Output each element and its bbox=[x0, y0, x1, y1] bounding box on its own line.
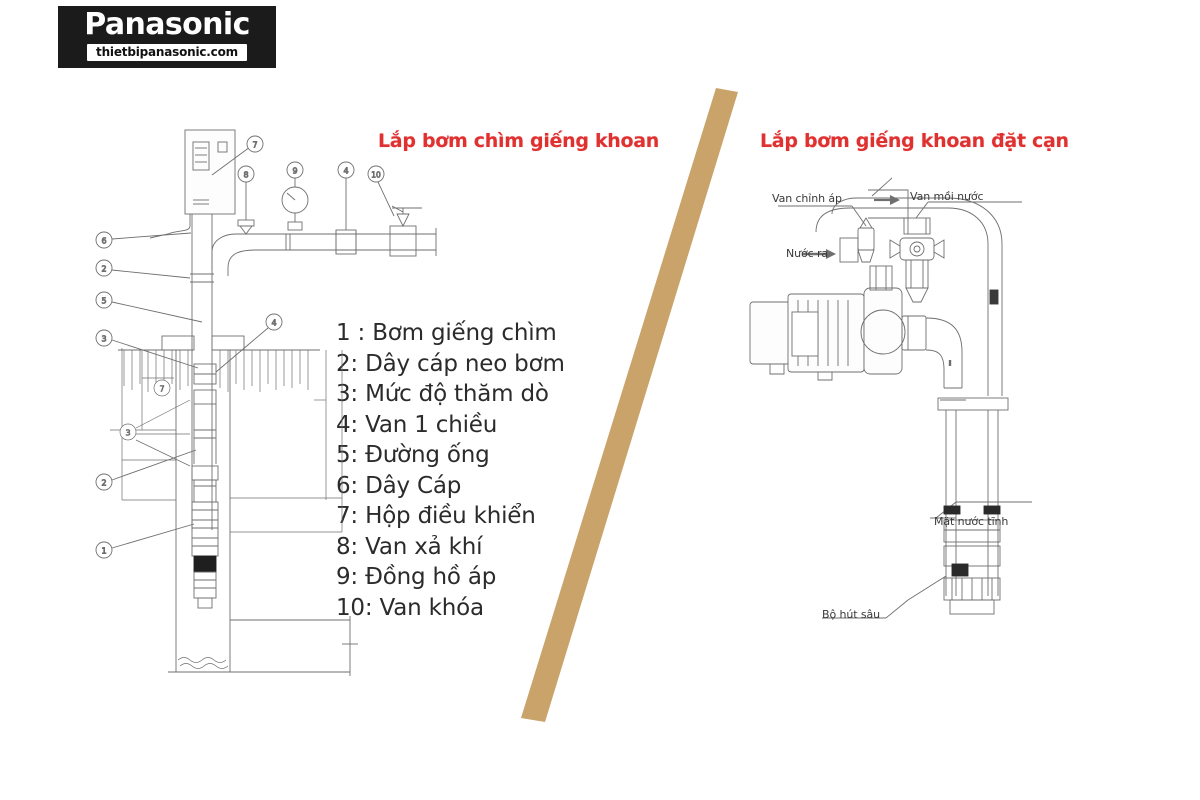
legend-item: 5: Đường ống bbox=[336, 442, 490, 468]
return-riser bbox=[947, 197, 1003, 396]
check-valve-drawing: 4 bbox=[193, 313, 283, 405]
legend-item: 3: Mức độ thăm dò bbox=[336, 381, 549, 407]
svg-text:5: 5 bbox=[101, 297, 106, 306]
legend-item: 4: Van 1 chiều bbox=[336, 411, 498, 438]
svg-text:9: 9 bbox=[292, 167, 297, 176]
label-water-out: Nước ra bbox=[786, 247, 829, 260]
right-panel-title: Lắp bơm giếng khoan đặt cạn bbox=[760, 130, 1069, 152]
brand-domain-text: thietbipanasonic.com bbox=[96, 45, 238, 59]
jet-pump-motor bbox=[749, 265, 927, 381]
svg-text:3: 3 bbox=[125, 429, 130, 438]
well-casing-right bbox=[937, 397, 1009, 596]
label-deep-well-jet: Bộ hút sâu bbox=[822, 608, 880, 621]
suction-elbow bbox=[925, 317, 966, 401]
left-panel-title: Lắp bơm chìm giếng khoan bbox=[378, 130, 660, 152]
label-priming-valve: Van mồi nước bbox=[910, 190, 984, 203]
svg-text:3: 3 bbox=[101, 335, 106, 344]
well-bottom bbox=[168, 616, 358, 676]
svg-text:7: 7 bbox=[252, 141, 257, 150]
gate-valve-drawing: 10 bbox=[367, 165, 437, 257]
svg-text:8: 8 bbox=[243, 171, 248, 180]
ground-line bbox=[118, 335, 320, 392]
discharge-pipe bbox=[211, 229, 420, 276]
brand-wordmark: Panasonic bbox=[84, 7, 250, 42]
legend-item: 7: Hộp điều khiển bbox=[336, 503, 536, 529]
label-static-water-level: Mặt nước tĩnh bbox=[934, 515, 1009, 528]
riser-pipe bbox=[191, 214, 213, 530]
legend-item: 6: Dây Cáp bbox=[336, 472, 462, 499]
legend-item: 10: Van khóa bbox=[336, 594, 484, 621]
upper-pipe-run bbox=[815, 177, 948, 233]
priming-valve-drawing bbox=[889, 201, 1022, 303]
svg-text:2: 2 bbox=[101, 265, 106, 274]
well-casing bbox=[175, 350, 231, 672]
label-pressure-valve: Van chỉnh áp bbox=[772, 192, 842, 205]
control-box-drawing: 7 bbox=[184, 129, 264, 215]
svg-text:4: 4 bbox=[343, 167, 348, 176]
panasonic-logo: Panasonic thietbipanasonic.com bbox=[58, 6, 276, 68]
legend-item: 8: Van xả khí bbox=[336, 533, 483, 560]
svg-text:6: 6 bbox=[101, 237, 106, 246]
brand-domain-box: thietbipanasonic.com bbox=[87, 44, 247, 61]
svg-text:7: 7 bbox=[159, 385, 164, 394]
dimension-lines: 7 3 bbox=[110, 348, 343, 533]
air-valve-drawing: 8 bbox=[237, 165, 255, 235]
legend-item: 2: Dây cáp neo bơm bbox=[336, 350, 565, 377]
svg-text:10: 10 bbox=[371, 171, 381, 180]
legend-list: 1 : Bơm giếng chìm 2: Dây cáp neo bơm 3:… bbox=[336, 318, 606, 623]
svg-text:2: 2 bbox=[101, 479, 106, 488]
legend-item: 1 : Bơm giếng chìm bbox=[336, 320, 557, 346]
pressure-gauge-drawing: 9 bbox=[281, 161, 309, 231]
jet-pump-diagram bbox=[749, 177, 1032, 619]
svg-text:4: 4 bbox=[271, 319, 276, 328]
svg-text:1: 1 bbox=[101, 547, 106, 556]
submersible-pump-body bbox=[191, 465, 219, 609]
legend-item: 9: Đồng hồ áp bbox=[336, 564, 497, 590]
